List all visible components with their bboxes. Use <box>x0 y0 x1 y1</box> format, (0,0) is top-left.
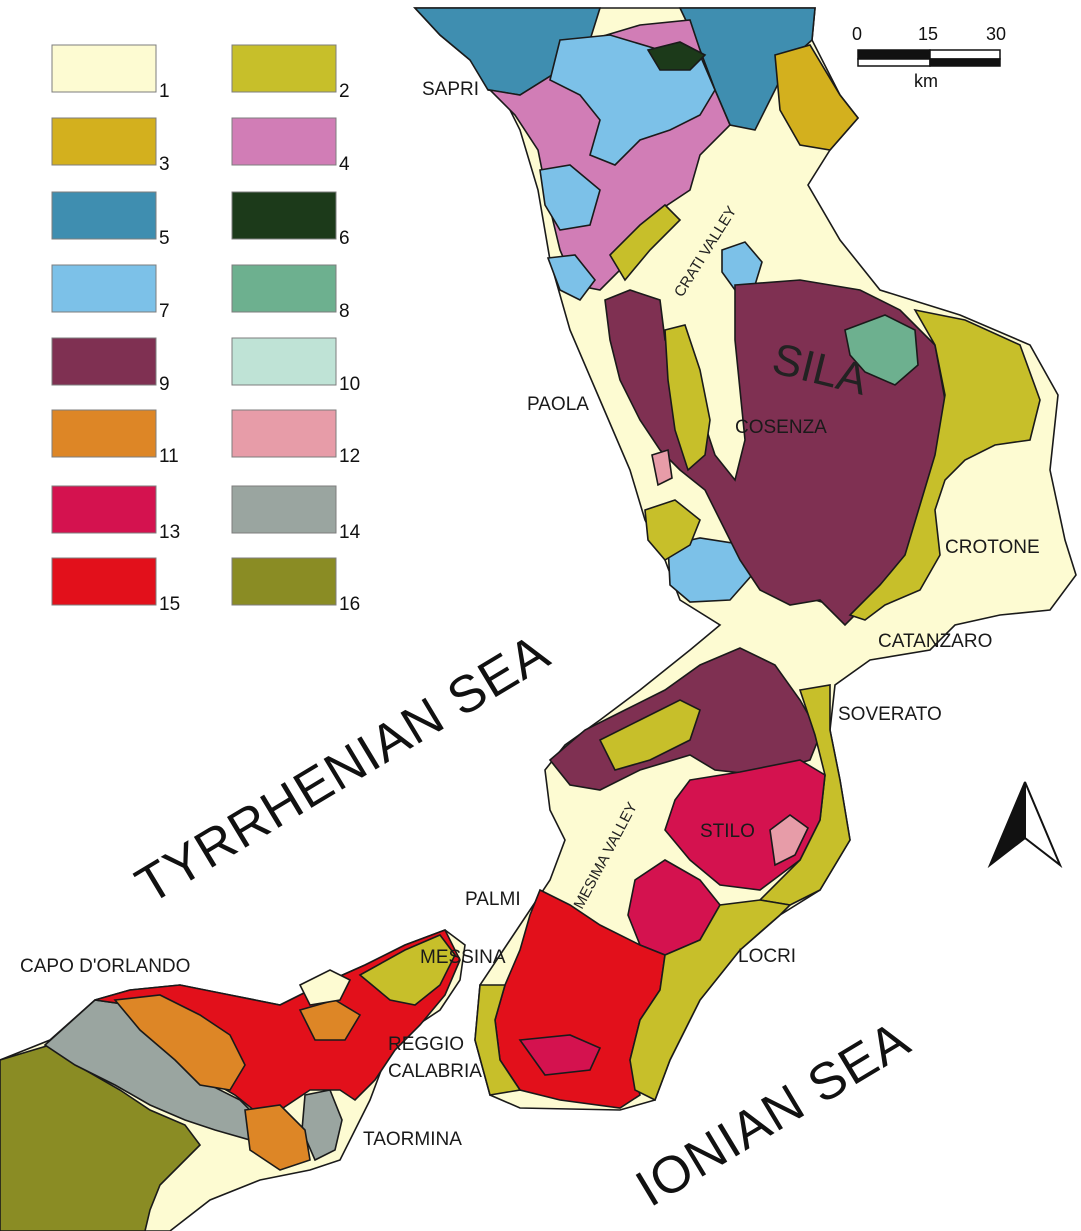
calabria-landmass <box>413 7 1077 1111</box>
legend-label-15: 15 <box>159 594 180 615</box>
scale-tick-15: 15 <box>918 24 938 44</box>
legend-swatch-7 <box>51 264 157 313</box>
legend-swatch-15 <box>51 557 157 606</box>
unit-2-reggio-coast <box>474 984 522 1096</box>
legend-label-12: 12 <box>339 446 360 467</box>
label-palmi: PALMI <box>465 889 521 910</box>
legend-swatch-13 <box>51 485 157 534</box>
legend-label-7: 7 <box>159 301 170 322</box>
legend-swatch-16 <box>231 557 337 606</box>
north-arrow-icon <box>987 781 1063 869</box>
label-messina: MESSINA <box>420 947 506 968</box>
legend-swatch-6 <box>231 191 337 240</box>
label-tyrrhenian-sea: TYRRHENIAN SEA <box>126 623 559 915</box>
label-soverato: SOVERATO <box>838 704 942 725</box>
label-capo-dorlando: CAPO D'ORLANDO <box>20 956 190 977</box>
unit-6 <box>646 41 707 71</box>
legend-swatch-1 <box>51 44 157 93</box>
unit-2-sila-east <box>848 308 1041 621</box>
legend-label-10: 10 <box>339 374 360 395</box>
label-sapri: SAPRI <box>422 79 479 100</box>
legend-swatch-12 <box>231 409 337 458</box>
legend-label-1: 1 <box>159 81 170 102</box>
scale-unit: km <box>914 71 938 91</box>
unit-12-paola <box>651 448 673 487</box>
label-crotone: CROTONE <box>945 537 1040 558</box>
unit-2-paola-strip <box>664 324 711 472</box>
unit-2-strip-north <box>608 203 682 282</box>
unit-11-sicily-south <box>244 1104 311 1171</box>
scale-tick-30: 30 <box>986 24 1006 44</box>
unit-2-ionian-coast <box>629 899 792 1102</box>
legend-label-2: 2 <box>339 81 350 102</box>
label-catanzaro: CATANZARO <box>878 631 992 652</box>
legend-label-16: 16 <box>339 594 360 615</box>
legend-swatch-9 <box>51 337 157 386</box>
legend-swatch-8 <box>231 264 337 313</box>
sicily-landmass <box>0 928 466 1231</box>
unit-12-stilo <box>769 814 810 867</box>
unit-1-capo <box>298 969 352 1006</box>
legend-swatch-3 <box>51 117 157 166</box>
legend-label-13: 13 <box>159 522 180 543</box>
legend-label-3: 3 <box>159 154 170 175</box>
legend-label-6: 6 <box>339 228 350 249</box>
label-calabria: CALABRIA <box>388 1061 482 1082</box>
scale-bar: 0 15 30 km <box>852 24 1006 91</box>
unit-7-b <box>539 164 601 231</box>
legend-label-4: 4 <box>339 154 350 175</box>
unit-7-d <box>667 537 753 603</box>
unit-11-sicily-west <box>113 994 246 1091</box>
label-locri: LOCRI <box>738 946 796 967</box>
legend-label-5: 5 <box>159 228 170 249</box>
legend-label-8: 8 <box>339 301 350 322</box>
unit-2-messina <box>358 934 456 1006</box>
unit-7-f <box>546 254 597 302</box>
label-stilo: STILO <box>700 821 755 842</box>
legend-swatch-2 <box>231 44 337 93</box>
legend-label-14: 14 <box>339 522 361 543</box>
legend-swatch-11 <box>51 409 157 458</box>
label-reggio: REGGIO <box>388 1034 464 1055</box>
unit-8-sila <box>844 314 919 386</box>
unit-3-northeast <box>774 44 860 151</box>
label-cosenza: COSENZA <box>735 417 827 438</box>
unit-13-reggio <box>518 1034 602 1076</box>
legend-swatch-10 <box>231 337 337 386</box>
legend-label-11: 11 <box>159 446 179 467</box>
unit-2-south-sila <box>644 499 701 562</box>
scale-tick-0: 0 <box>852 24 862 44</box>
label-paola: PAOLA <box>527 394 589 415</box>
legend-swatch-4 <box>231 117 337 166</box>
legend-swatch-14 <box>231 485 337 534</box>
label-taormina: TAORMINA <box>363 1129 462 1150</box>
legend-swatch-5 <box>51 191 157 240</box>
unit-2-serre-west <box>598 699 701 771</box>
legend-label-9: 9 <box>159 374 170 395</box>
